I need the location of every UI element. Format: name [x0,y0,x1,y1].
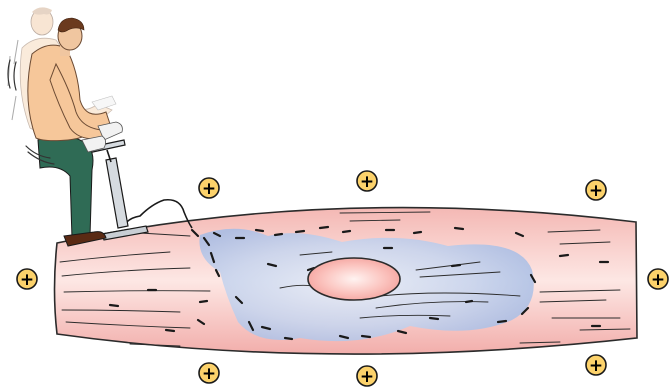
plus-circle-icon: + [586,180,606,201]
charge-label: + [651,270,665,290]
person-legs [38,135,93,238]
plus-circle-icon: + [357,171,377,192]
plus-circle-icon: + [586,355,606,376]
charge-label: + [360,367,374,387]
charge-label: + [589,181,603,201]
plus-circle-icon: + [199,178,219,199]
charge-label: + [202,364,216,384]
charge-label: + [20,270,34,290]
charge-label: + [589,356,603,376]
plus-circle-icon: + [648,269,668,290]
charge-label: + [360,172,374,192]
plus-circle-icon: + [357,366,377,387]
hand-pump-icon [86,140,148,240]
charge-label: + [202,179,216,199]
nucleus [308,258,400,300]
person-operating-pump-icon [8,7,122,246]
plus-circle-icon: + [17,269,37,290]
plus-circle-icon: + [199,363,219,384]
